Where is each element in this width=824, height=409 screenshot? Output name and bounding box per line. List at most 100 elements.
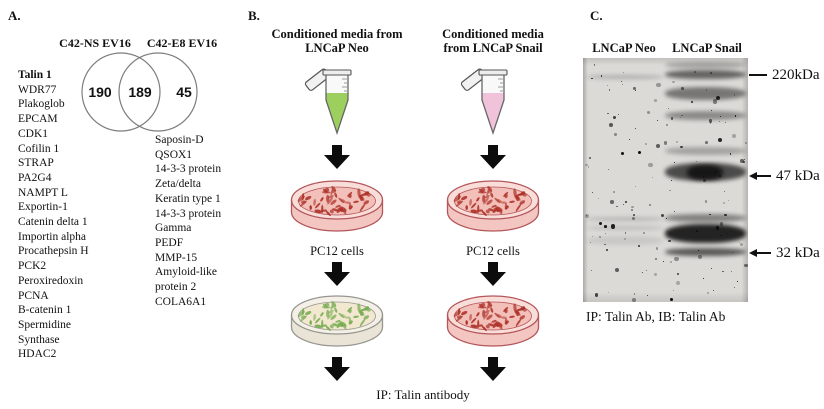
blot-speck (625, 201, 627, 203)
blot-speck (604, 243, 606, 245)
blot-band (587, 236, 663, 245)
petri-dish-neo-top (290, 180, 384, 232)
tube-rim (478, 69, 508, 76)
blot-speck (656, 143, 661, 148)
pc12-cells-label-snail: PC12 cells (466, 244, 520, 258)
blot-speck (674, 257, 679, 262)
blot-speck (589, 242, 591, 243)
blot-speck (646, 110, 650, 114)
blot-speck (606, 84, 608, 86)
blot-speck (610, 224, 616, 229)
blot-speck (591, 77, 593, 79)
blot-speck (718, 174, 721, 177)
blot-speck (631, 217, 635, 220)
blot-speck (655, 258, 657, 260)
tube-rim (322, 69, 352, 76)
blot-speck (646, 294, 648, 296)
marker-label: 220kDa (772, 66, 820, 83)
blot-speck (637, 150, 642, 155)
blot-speck (623, 72, 625, 74)
blot-speck (675, 280, 680, 285)
blot-speck (738, 242, 740, 244)
blot-speck (588, 156, 591, 159)
column-header-neo-line1: Conditioned media from (271, 27, 403, 41)
blot-speck (638, 245, 640, 248)
down-arrow-icon (480, 357, 506, 381)
protein-list-item: Synthase (18, 333, 60, 346)
blot-caption: IP: Talin Ab, IB: Talin Ab (586, 309, 726, 324)
tube-graduations (342, 78, 347, 92)
blot-band (665, 111, 746, 120)
blot-speck (711, 109, 713, 111)
blot-speck (598, 222, 603, 226)
blot-speck (623, 203, 625, 205)
petri-dish-snail-bottom (446, 295, 540, 347)
blot-speck (672, 80, 676, 84)
protein-list-item: EPCAM (18, 113, 58, 126)
blot-speck (594, 293, 599, 297)
blot-speck (707, 292, 709, 294)
venn-circle-left (81, 52, 161, 132)
blot-speck (704, 141, 708, 144)
cell-cluster (453, 185, 527, 217)
marker-line (749, 74, 767, 76)
marker-32kda: 32 kDa (749, 245, 820, 261)
blot-speck (592, 236, 593, 238)
protein-list-item: B-catenin 1 (18, 304, 72, 317)
blot-speck (625, 232, 627, 234)
blot-speck (704, 200, 707, 203)
panel-a-label: A. (8, 8, 21, 23)
blot-speck (645, 269, 647, 271)
blot-speck (720, 222, 724, 226)
blot-speck (681, 114, 683, 117)
protein-list-item: Peroxiredoxin (18, 274, 84, 287)
blot-speck (656, 82, 661, 87)
blot-speck (610, 200, 614, 204)
column-header-neo: Conditioned media from LNCaP Neo (257, 27, 417, 55)
panel-b-label: B. (248, 8, 260, 23)
protein-list-item: Zeta/delta (155, 178, 201, 191)
marker-47kda: 47 kDa (749, 168, 820, 184)
blot-band (665, 62, 746, 68)
protein-list-item: Keratin type 1 (155, 192, 221, 205)
column-header-snail-line2: from LNCaP Snail (443, 41, 543, 55)
blot-speck (621, 83, 623, 85)
blot-speck (697, 250, 699, 252)
blot-speck (656, 120, 658, 122)
protein-list-item: COLA6A1 (155, 295, 207, 308)
blot-speck (744, 141, 748, 145)
down-arrow-icon (480, 262, 506, 286)
blot-speck (722, 226, 724, 228)
column-header-snail: Conditioned media from LNCaP Snail (413, 27, 573, 55)
blot-speck (720, 115, 722, 117)
blot-speck (666, 230, 669, 233)
blot-speck (608, 89, 610, 91)
down-arrow-icon (324, 357, 350, 381)
blot-band (587, 226, 663, 230)
protein-list-item: CDK1 (18, 127, 49, 140)
blot-edge-shading (583, 58, 748, 302)
blot-band (665, 70, 746, 79)
blot-speck (598, 235, 602, 238)
venn-overlap-count: 189 (128, 84, 152, 100)
microcentrifuge-tube-neo (304, 68, 352, 136)
blot-speck (664, 141, 668, 145)
tube-graduations (498, 78, 503, 92)
blot-speck (672, 289, 674, 291)
blot-band (665, 248, 746, 256)
blot-speck (607, 168, 609, 171)
protein-list-item: Talin 1 (18, 69, 52, 81)
protein-list-item: PEDF (155, 236, 184, 249)
blot-speckles (583, 58, 748, 302)
dish-wall-lines (290, 200, 384, 212)
blot-speck (615, 268, 620, 273)
tube-liquid-neo (326, 93, 348, 133)
protein-list-item: QSOX1 (155, 148, 193, 161)
blot-speck (674, 162, 676, 164)
blot-speck (607, 291, 609, 294)
venn-right-set-label: C42-E8 EV16 (146, 36, 218, 50)
cell-cluster (297, 185, 371, 217)
blot-speck (726, 232, 728, 234)
blot-band (665, 214, 746, 222)
blot-speck (719, 120, 721, 122)
